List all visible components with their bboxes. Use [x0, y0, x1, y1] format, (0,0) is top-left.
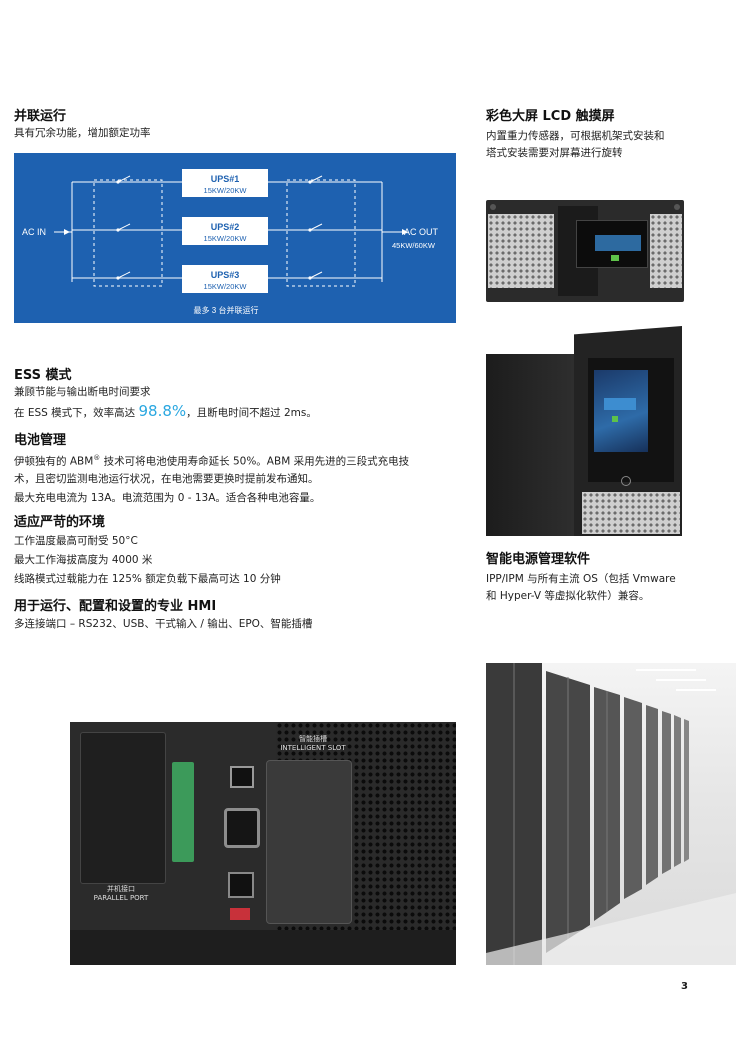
lcd-screen	[576, 220, 648, 268]
ups1-box	[182, 169, 268, 197]
ac-out-rating: 45KW/60KW	[392, 241, 436, 250]
rear-panel-photo: 并机接口 PARALLEL PORT 智能插槽 INTELLIGENT SLOT	[70, 722, 456, 965]
ups2-rating: 15KW/20KW	[204, 234, 248, 243]
battery-line1-post: 技术可将电池使用寿命延长 50%。ABM 采用先进的三段式充电技	[100, 455, 410, 468]
parallel-port-label: 并机接口 PARALLEL PORT	[84, 884, 158, 916]
lcd-section: 彩色大屏 LCD 触摸屏 内置重力传感器，可根据机架式安装和 塔式安装需要对屏幕…	[486, 109, 665, 162]
parallel-port-label-en: PARALLEL PORT	[93, 894, 149, 902]
tower-lcd-screen	[594, 370, 648, 452]
parallel-title: 并联运行	[14, 109, 67, 124]
env-line3: 线路模式过载能力在 125% 额定负载下最高可达 10 分钟	[14, 573, 281, 585]
battery-title: 电池管理	[14, 433, 67, 448]
battery-line3: 最大充电电流为 13A。电流范围为 0 - 13A。适合各种电池容量。	[14, 491, 321, 504]
environment-section: 适应严苛的环境 工作温度最高可耐受 50°C 最大工作海拔高度为 4000 米 …	[14, 515, 281, 588]
data-center-photo	[486, 663, 736, 965]
intelligent-slot-label-cn: 智能插槽	[299, 735, 327, 743]
ups2-name: UPS#2	[211, 222, 240, 232]
diagram-caption: 最多 3 台并联运行	[194, 305, 259, 315]
tower-vent	[582, 492, 680, 534]
hmi-section: 用于运行、配置和设置的专业 HMI 多连接端口 – RS232、USB、干式输入…	[14, 599, 312, 633]
rack-vent-right	[650, 214, 682, 288]
registered-mark: ®	[93, 454, 101, 462]
ups3-rating: 15KW/20KW	[204, 282, 248, 291]
input-switch-box	[93, 179, 163, 287]
hmi-line1: 多连接端口 – RS232、USB、干式输入 / 输出、EPO、智能插槽	[14, 618, 313, 630]
battery-line1: 伊顿独有的 ABM® 技术可将电池使用寿命延长 50%。ABM 采用先进的三段式…	[14, 450, 459, 471]
ess-line1: 兼顾节能与输出断电时间要求	[14, 386, 151, 398]
ups3-box	[182, 265, 268, 293]
software-section: 智能电源管理软件 IPP/IPM 与所有主流 OS（包括 Vmware 和 Hy…	[486, 552, 676, 605]
parallel-section: 并联运行 具有冗余功能，增加额定功率	[14, 109, 151, 142]
page-number: 3	[681, 981, 688, 992]
ac-in-label: AC IN	[22, 227, 46, 237]
battery-line2: 术，且密切监测电池运行状况，在电池需要更换时提前发布通知。	[14, 472, 319, 485]
parallel-port-cover	[80, 732, 166, 884]
software-line2: 和 Hyper-V 等虚拟化软件）兼容。	[486, 590, 650, 602]
dry-contact-terminal	[172, 762, 194, 862]
ac-out-label: AC OUT	[404, 227, 439, 237]
software-line1: IPP/IPM 与所有主流 OS（包括 Vmware	[486, 573, 676, 585]
dip-switch	[230, 908, 250, 920]
rj45-port-icon	[228, 872, 254, 898]
software-title: 智能电源管理软件	[486, 552, 591, 567]
parallel-desc: 具有冗余功能，增加额定功率	[14, 127, 151, 139]
tower-ups-photo	[486, 326, 684, 536]
power-button-icon	[621, 476, 631, 486]
lcd-line1: 内置重力传感器，可根据机架式安装和	[486, 130, 665, 142]
hmi-title: 用于运行、配置和设置的专业 HMI	[14, 599, 217, 614]
ups1-name: UPS#1	[211, 174, 240, 184]
ups3-name: UPS#3	[211, 270, 240, 280]
intelligent-slot-cover	[266, 760, 352, 924]
ess-line2-post: ，且断电时间不超过 2ms。	[186, 407, 317, 419]
ess-title: ESS 模式	[14, 368, 72, 383]
output-switch-box	[286, 179, 356, 287]
parallel-diagram: UPS#1 15KW/20KW UPS#2 15KW/20KW UPS#3 15…	[14, 153, 456, 323]
rs232-port-icon	[224, 808, 260, 848]
parallel-port-label-cn: 并机接口	[107, 885, 135, 893]
ess-section: ESS 模式 兼顾节能与输出断电时间要求 在 ESS 模式下，效率高达 98.8…	[14, 368, 317, 422]
usb-port-icon	[230, 766, 254, 788]
env-line2: 最大工作海拔高度为 4000 米	[14, 554, 153, 566]
ups2-box	[182, 217, 268, 245]
intelligent-slot-label: 智能插槽 INTELLIGENT SLOT	[268, 734, 358, 758]
lcd-line2: 塔式安装需要对屏幕进行旋转	[486, 147, 623, 159]
ess-efficiency-value: 98.8%	[138, 402, 187, 420]
battery-section: 电池管理 伊顿独有的 ABM® 技术可将电池使用寿命延长 50%。ABM 采用先…	[14, 433, 459, 507]
ess-line2: 在 ESS 模式下，效率高达 98.8%，且断电时间不超过 2ms。	[14, 403, 317, 422]
lcd-title: 彩色大屏 LCD 触摸屏	[486, 109, 615, 124]
ups1-rating: 15KW/20KW	[204, 186, 248, 195]
rack-ups-photo	[486, 200, 684, 302]
env-line1: 工作温度最高可耐受 50°C	[14, 535, 138, 547]
ess-line2-pre: 在 ESS 模式下，效率高达	[14, 407, 136, 419]
parallel-diagram-svg: UPS#1 15KW/20KW UPS#2 15KW/20KW UPS#3 15…	[22, 169, 439, 315]
env-title: 适应严苛的环境	[14, 515, 106, 530]
battery-line1-pre: 伊顿独有的 ABM	[14, 455, 94, 468]
intelligent-slot-label-en: INTELLIGENT SLOT	[280, 744, 346, 752]
rack-vent-left	[488, 214, 554, 288]
